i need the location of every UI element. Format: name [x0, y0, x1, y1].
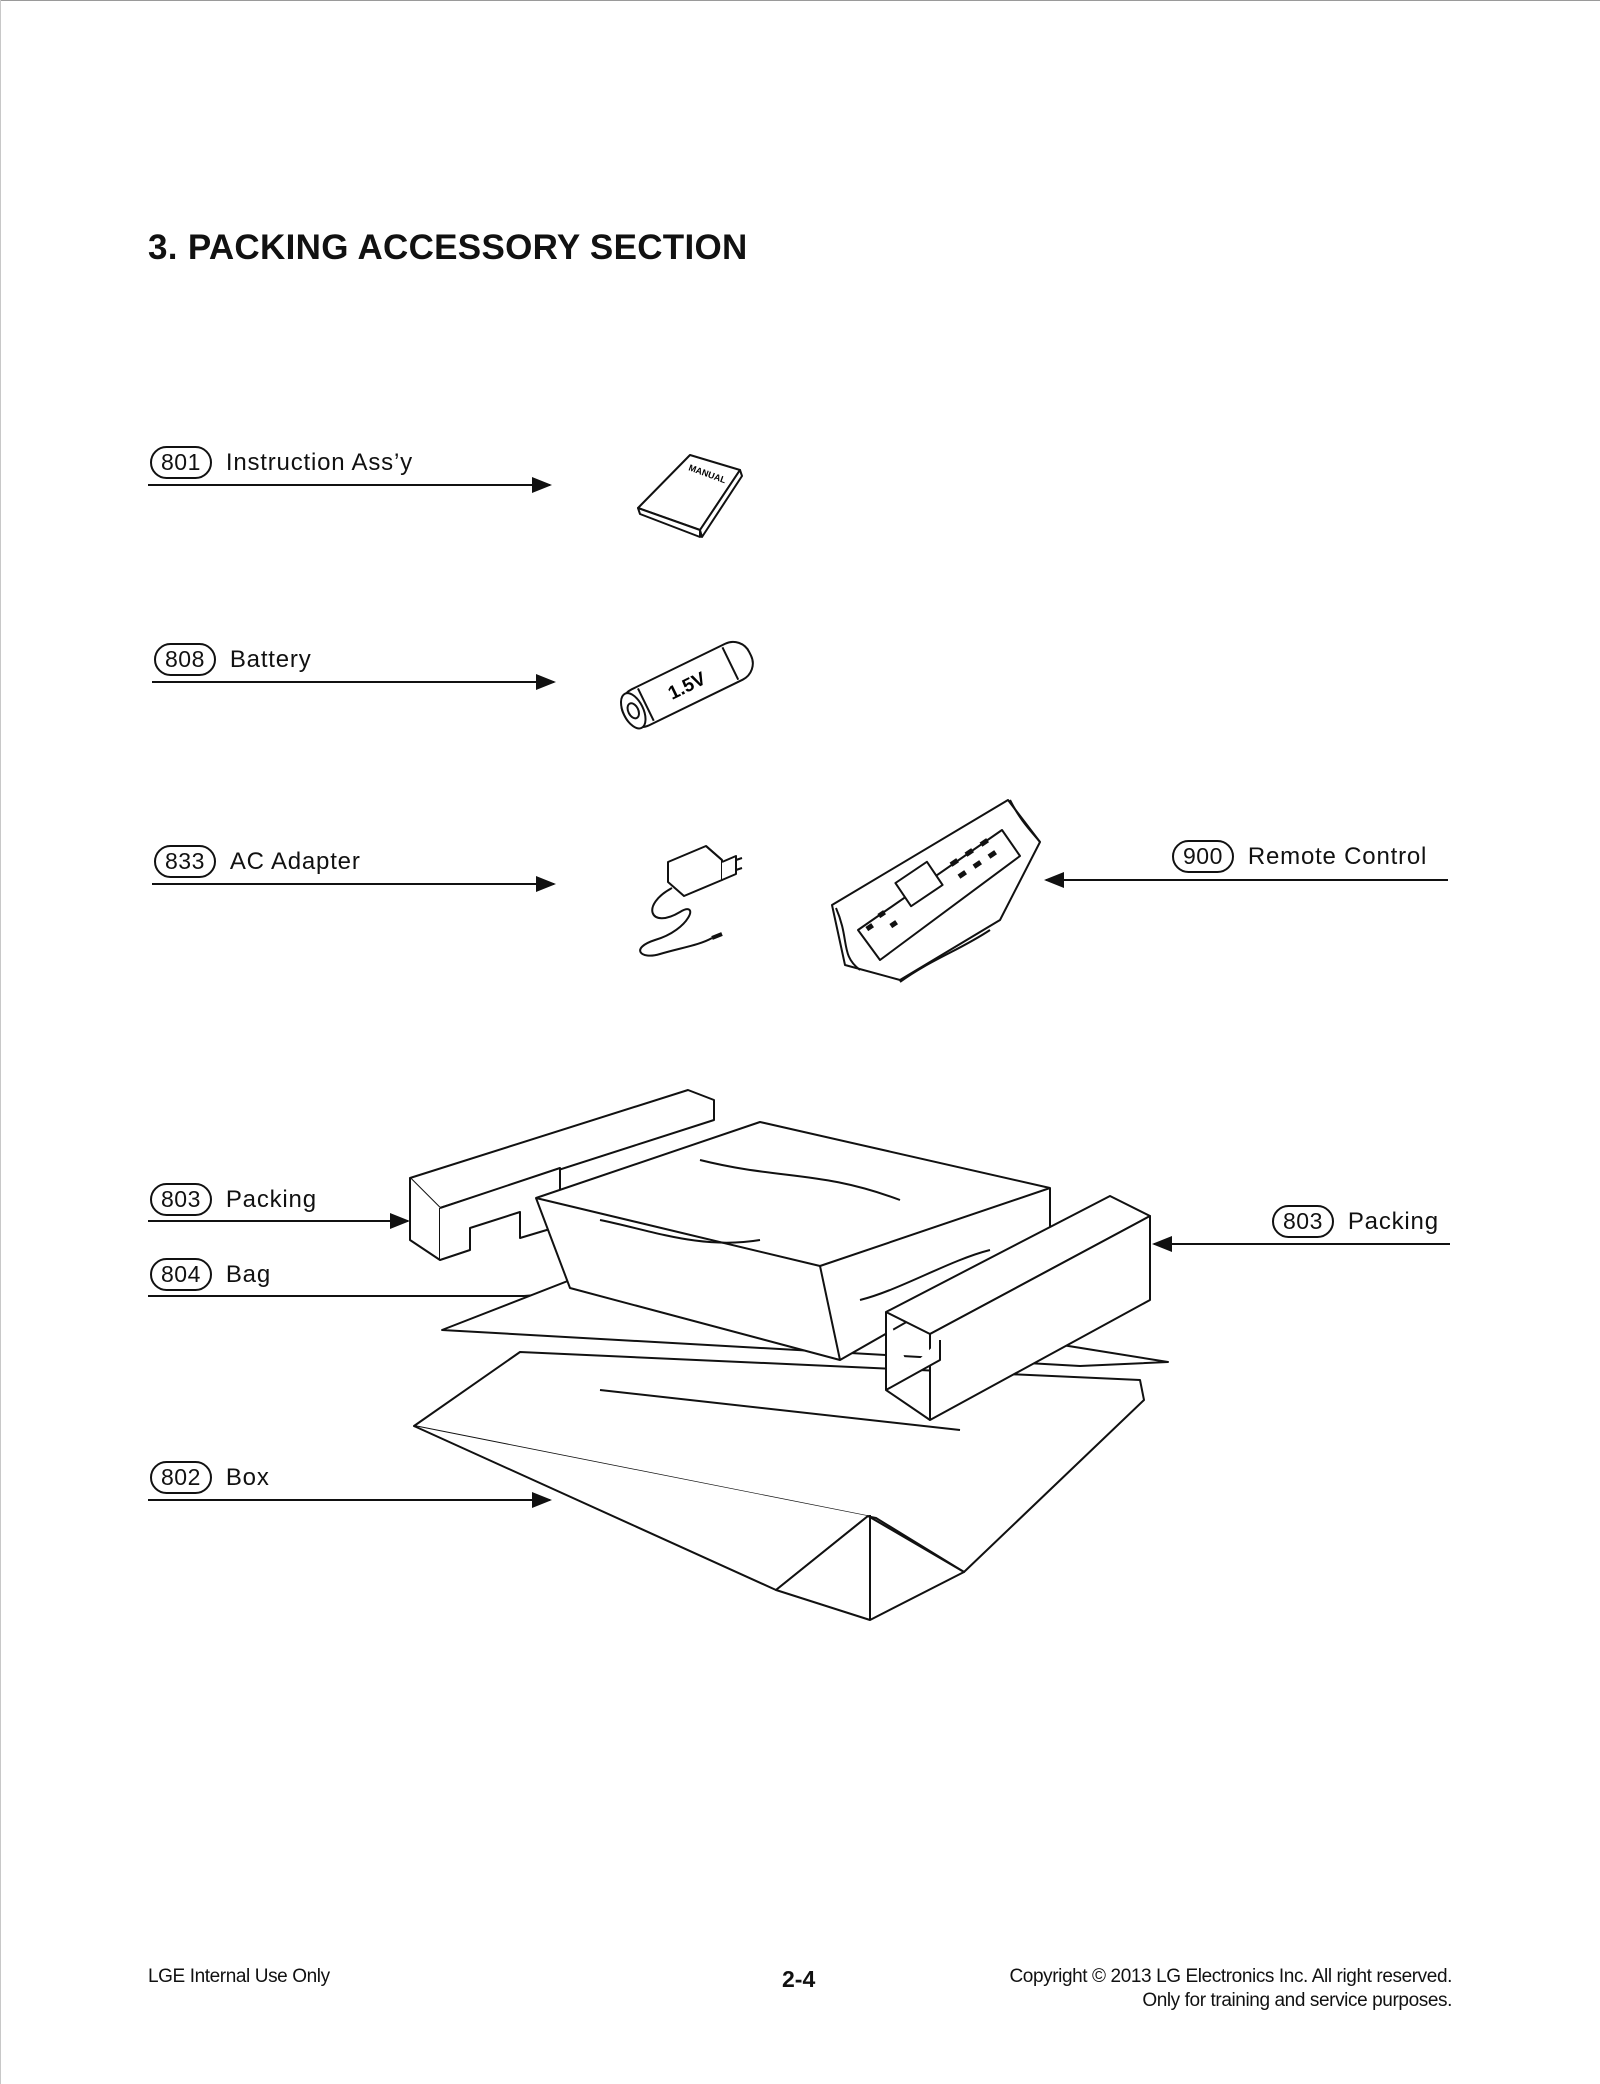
- callout-802: 802 Box: [150, 1461, 270, 1494]
- part-label: Bag: [225, 1260, 271, 1288]
- part-label: Instruction Ass’y: [225, 448, 413, 476]
- callout-808: 808 Battery: [154, 643, 312, 676]
- callout-803-left: 803 Packing: [150, 1183, 317, 1216]
- battery-icon: [620, 640, 754, 730]
- box-with-packing-icon: [409, 1089, 1169, 1621]
- manual-booklet-icon: [637, 454, 743, 538]
- callout-900: 900 Remote Control: [1172, 840, 1427, 873]
- copyright-line-2: Only for training and service purposes.: [1142, 1990, 1452, 2011]
- ac-adapter-icon: [639, 845, 743, 957]
- footer-page-number: 2-4: [782, 1966, 816, 1992]
- part-label: Packing: [225, 1185, 317, 1213]
- section-title: 3. PACKING ACCESSORY SECTION: [148, 228, 748, 267]
- part-number: 804: [150, 1258, 212, 1291]
- callout-803-right: 803 Packing: [1272, 1205, 1439, 1238]
- callout-801: 801 Instruction Ass’y: [150, 446, 413, 479]
- part-number: 803: [1272, 1205, 1334, 1238]
- part-label: Box: [225, 1463, 270, 1491]
- part-number: 802: [150, 1461, 212, 1494]
- footer-internal-use: LGE Internal Use Only: [148, 1966, 330, 1987]
- part-number: 803: [150, 1183, 212, 1216]
- part-label: AC Adapter: [229, 847, 361, 875]
- callout-833: 833 AC Adapter: [154, 845, 361, 878]
- page-border-left: [0, 0, 1, 2084]
- part-number: 833: [154, 845, 216, 878]
- callout-804: 804 Bag: [150, 1258, 271, 1291]
- part-label: Remote Control: [1247, 842, 1428, 870]
- page-border-top: [0, 0, 1600, 1]
- footer-copyright: Copyright © 2013 LG Electronics Inc. All…: [1009, 1966, 1452, 2012]
- remote-control-icon: [831, 799, 1041, 983]
- part-label: Battery: [229, 645, 312, 673]
- part-number: 801: [150, 446, 212, 479]
- part-number: 900: [1172, 840, 1234, 873]
- copyright-line-1: Copyright © 2013 LG Electronics Inc. All…: [1009, 1966, 1452, 1987]
- part-number: 808: [154, 643, 216, 676]
- part-label: Packing: [1347, 1207, 1439, 1235]
